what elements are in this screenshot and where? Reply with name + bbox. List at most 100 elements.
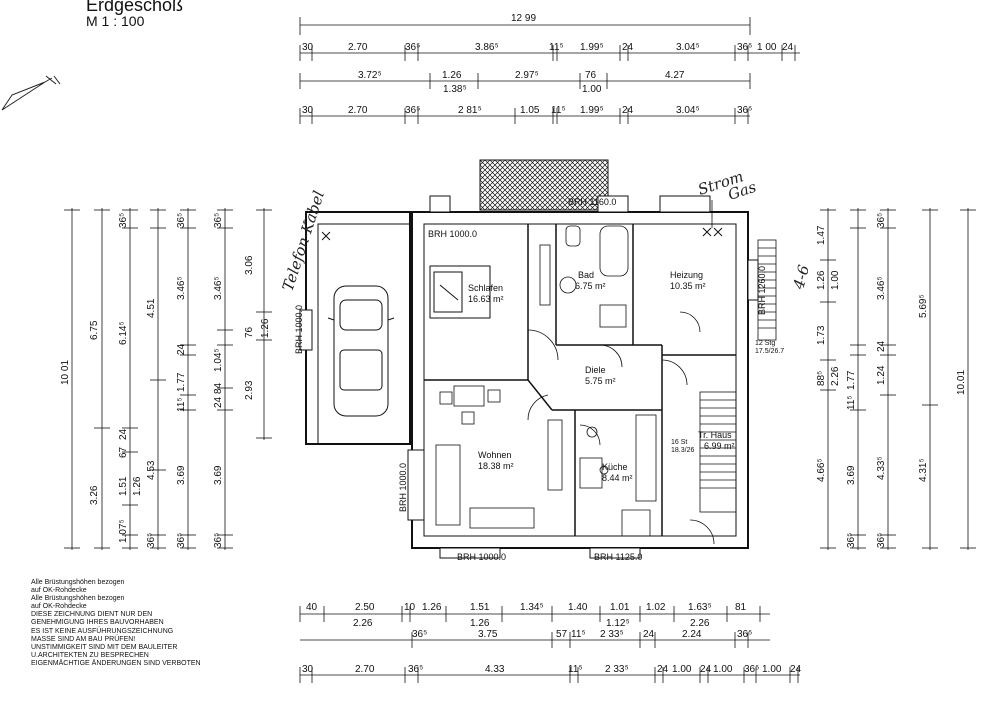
svg-text:24: 24 bbox=[790, 664, 802, 675]
note-line: ES IST KEINE AUSFÜHRUNGSZEICHNUNG bbox=[31, 627, 174, 635]
svg-text:3.75: 3.75 bbox=[478, 629, 498, 640]
svg-text:2 33⁵: 2 33⁵ bbox=[605, 664, 629, 675]
svg-text:6.75: 6.75 bbox=[89, 320, 100, 340]
stair-note-1: 12 Stg bbox=[755, 340, 775, 347]
svg-text:3.69: 3.69 bbox=[176, 465, 187, 485]
svg-text:40: 40 bbox=[306, 602, 318, 613]
room-treppenhaus: Tr. Haus 6.99 m² bbox=[698, 430, 735, 451]
svg-text:24: 24 bbox=[700, 664, 712, 675]
svg-text:1.02: 1.02 bbox=[646, 602, 666, 613]
svg-text:3.69: 3.69 bbox=[213, 465, 224, 485]
dim-row-1: 30 2.70 36⁵ 3.86⁵ 11⁵ 1.99⁵ 24 3.04⁵ 36⁵… bbox=[302, 42, 794, 53]
right-dim-labels: 1.47 1.26 1.73 88⁵ 2.26 4.66⁵ 1.00 1.77 … bbox=[816, 213, 967, 548]
svg-text:1.77: 1.77 bbox=[846, 370, 857, 390]
svg-text:5.75 m²: 5.75 m² bbox=[585, 376, 616, 386]
svg-text:36⁵: 36⁵ bbox=[176, 213, 187, 228]
bottom-dim-row-3: 30 2.70 36⁵ 4.33 11⁵ 2 33⁵ 24 1.00 24 1.… bbox=[302, 664, 802, 675]
svg-text:76: 76 bbox=[585, 70, 597, 81]
note-line: UNSTIMMIGKEIT SIND MIT DEM BAULEITER bbox=[31, 643, 178, 651]
svg-text:30: 30 bbox=[302, 42, 314, 53]
svg-text:3.06: 3.06 bbox=[244, 255, 255, 275]
svg-text:3.72⁵: 3.72⁵ bbox=[358, 70, 382, 81]
window-label-schlafen: BRH 1000.0 bbox=[428, 229, 477, 239]
svg-text:2 33⁵: 2 33⁵ bbox=[600, 629, 624, 640]
svg-text:2.70: 2.70 bbox=[348, 105, 368, 116]
top-dimension-lines bbox=[299, 17, 800, 117]
svg-text:1.05: 1.05 bbox=[520, 105, 540, 116]
svg-text:24: 24 bbox=[622, 105, 634, 116]
window-label-heizung: BRH 1260.0 bbox=[757, 266, 767, 315]
svg-text:36⁵: 36⁵ bbox=[737, 105, 752, 116]
notes-block: Alle Brüstungshöhen bezogen auf OK-Rohde… bbox=[31, 579, 291, 668]
svg-text:1.51: 1.51 bbox=[118, 476, 129, 496]
right-dimension-lines bbox=[827, 208, 969, 550]
room-bad: Bad 6.75 m² bbox=[575, 270, 606, 291]
svg-text:2.70: 2.70 bbox=[355, 664, 375, 675]
svg-text:3.46⁵: 3.46⁵ bbox=[176, 276, 187, 300]
stair-outer bbox=[757, 239, 777, 341]
dim-row-2: 3.72⁵ 1.26 1.38⁵ 2.97⁵ 76 1.00 4.27 bbox=[358, 70, 685, 95]
svg-text:24: 24 bbox=[213, 396, 224, 408]
bottom-dim-row-1b: 2.26 1.26 1.12⁵ 2.26 bbox=[353, 618, 710, 629]
room-kueche: Küche 8.44 m² bbox=[602, 462, 633, 483]
svg-text:3.46⁵: 3.46⁵ bbox=[213, 276, 224, 300]
window-label-garage: BRH 1000.0 bbox=[294, 305, 304, 354]
svg-text:1.01: 1.01 bbox=[610, 602, 630, 613]
living-furniture bbox=[435, 385, 563, 529]
svg-text:4.33: 4.33 bbox=[485, 664, 505, 675]
svg-text:Wohnen: Wohnen bbox=[478, 450, 511, 460]
top-dimension-ticks bbox=[299, 45, 796, 124]
svg-text:24: 24 bbox=[782, 42, 794, 53]
note-line: U.ARCHITEKTEN ZU BESPRECHEN bbox=[31, 651, 149, 659]
svg-text:1.00: 1.00 bbox=[830, 270, 841, 290]
svg-text:1.63⁵: 1.63⁵ bbox=[688, 602, 712, 613]
svg-text:1.77: 1.77 bbox=[176, 372, 187, 392]
svg-text:36⁵: 36⁵ bbox=[408, 664, 423, 675]
stair-note-2: 17.5/26.7 bbox=[755, 348, 784, 355]
svg-text:1.38⁵: 1.38⁵ bbox=[443, 84, 467, 95]
svg-text:2.26: 2.26 bbox=[830, 366, 841, 386]
svg-text:1.26: 1.26 bbox=[470, 618, 490, 629]
room-heizung: Heizung 10.35 m² bbox=[670, 270, 706, 291]
svg-text:11⁵: 11⁵ bbox=[551, 105, 566, 116]
drawing-scale: M 1 : 100 bbox=[86, 13, 145, 29]
note-line: MASSE SIND AM BAU PRÜFEN! bbox=[31, 635, 136, 643]
svg-text:1.47: 1.47 bbox=[816, 225, 827, 245]
window-label-bad: BRH 1160.0 bbox=[568, 197, 616, 207]
svg-text:36⁵: 36⁵ bbox=[405, 42, 420, 53]
left-dim-labels: 10 01 6.75 3.26 36⁵ 6.14⁵ 24 67 1.51 1.0… bbox=[60, 213, 271, 548]
svg-text:1.12⁵: 1.12⁵ bbox=[606, 618, 630, 629]
svg-text:Diele: Diele bbox=[585, 365, 606, 375]
interior-walls bbox=[424, 224, 736, 536]
note-line: GENEHMIGUNG IHRES BAUVORHABEN bbox=[31, 619, 164, 627]
window-label-wohnen-left: BRH 1000.0 bbox=[398, 463, 408, 512]
svg-text:1.00: 1.00 bbox=[762, 664, 782, 675]
svg-text:76: 76 bbox=[244, 326, 255, 338]
room-schlafen: Schlafen 16.63 m² bbox=[468, 283, 504, 304]
svg-text:36⁵: 36⁵ bbox=[737, 629, 752, 640]
drawing-title: Erdgeschoß bbox=[86, 0, 183, 15]
svg-text:24: 24 bbox=[657, 664, 669, 675]
svg-text:1.26: 1.26 bbox=[132, 476, 143, 496]
kitchen-fixtures bbox=[579, 414, 657, 537]
svg-text:11⁵: 11⁵ bbox=[571, 629, 586, 640]
svg-text:1.99⁵: 1.99⁵ bbox=[580, 42, 604, 53]
svg-text:36⁵: 36⁵ bbox=[146, 533, 157, 548]
stair-note-3: 16 St bbox=[671, 439, 687, 446]
left-dimension-lines bbox=[71, 208, 265, 550]
svg-text:3.46⁵: 3.46⁵ bbox=[876, 276, 887, 300]
left-dimension-ticks bbox=[64, 209, 272, 549]
svg-text:3.26: 3.26 bbox=[89, 485, 100, 505]
svg-text:88⁵: 88⁵ bbox=[816, 371, 827, 386]
dim-overall-width: 12 99 bbox=[511, 13, 536, 24]
svg-text:36⁵: 36⁵ bbox=[176, 533, 187, 548]
svg-text:3.04⁵: 3.04⁵ bbox=[676, 42, 700, 53]
room-wohnen: Wohnen 18.38 m² bbox=[478, 450, 514, 471]
bed-icon bbox=[429, 265, 491, 319]
svg-text:Heizung: Heizung bbox=[670, 270, 703, 280]
bath-fixtures bbox=[559, 225, 629, 328]
svg-text:6.14⁵: 6.14⁵ bbox=[118, 321, 129, 345]
handwritten-4-6: 4-6 bbox=[789, 263, 813, 292]
svg-text:2 81⁵: 2 81⁵ bbox=[458, 105, 482, 116]
svg-text:4.27: 4.27 bbox=[665, 70, 685, 81]
